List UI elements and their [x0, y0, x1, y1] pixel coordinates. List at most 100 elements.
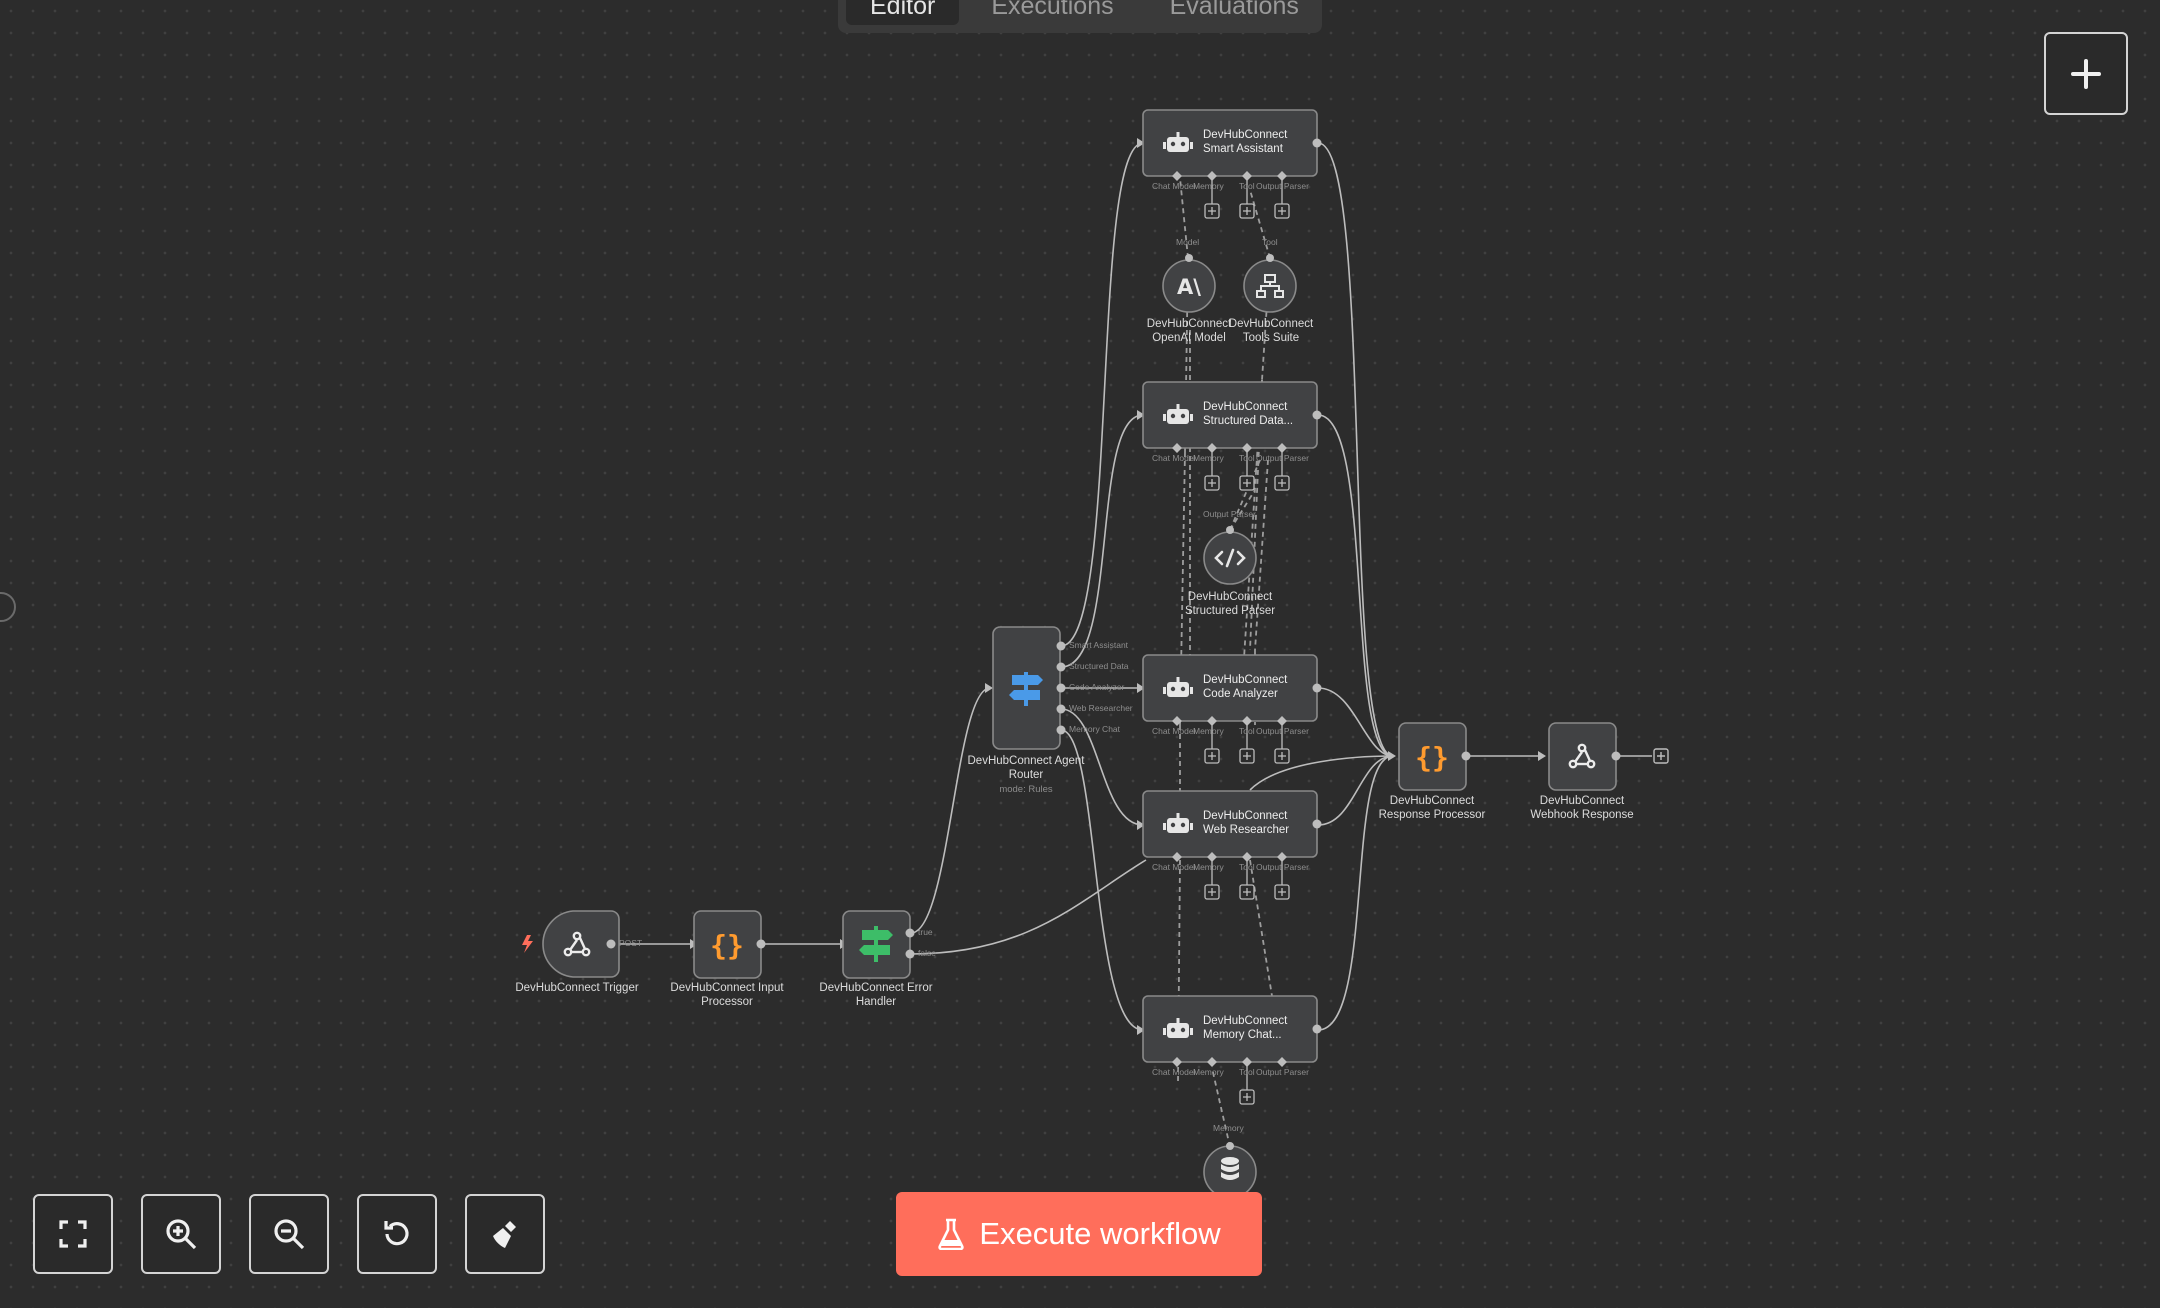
- edge-error-false-web: [910, 859, 1147, 955]
- zoom-out-button[interactable]: [249, 1194, 329, 1274]
- webhook-icon: [563, 931, 591, 957]
- agent-port-label-model: Chat Model: [1152, 862, 1196, 872]
- agent-structured-data-node[interactable]: [1142, 381, 1322, 491]
- openai-model-node[interactable]: A\: [1162, 254, 1216, 313]
- webhook-response-node[interactable]: [1548, 722, 1621, 791]
- router-output-code: Code Analyzer: [1069, 682, 1125, 692]
- agent-port-label-parser: Output Parser: [1256, 1067, 1309, 1077]
- input-processor-node[interactable]: {}: [693, 910, 766, 979]
- agent-port-label-tool: Tool: [1239, 726, 1255, 736]
- edge-router-memory: [1060, 729, 1144, 1031]
- execute-workflow-button[interactable]: Execute workflow: [896, 1192, 1262, 1276]
- trigger-label: DevHubConnect Trigger: [515, 982, 639, 994]
- zoom-out-icon: [274, 1219, 305, 1250]
- agent-port-label-model: Chat Model: [1152, 1067, 1196, 1077]
- edge-error-true-router: [910, 687, 991, 934]
- parser-port-label: Output Parser: [1203, 509, 1256, 519]
- edge-structured-response: [1317, 414, 1394, 757]
- trigger-output-label: POST: [619, 938, 643, 948]
- robot-icon: [1163, 677, 1193, 697]
- edge-router-web: [1060, 708, 1144, 826]
- agent-memory-chat-node[interactable]: [1142, 995, 1322, 1105]
- agent-port-label-tool: Tool: [1239, 453, 1255, 463]
- agent-port-label-parser: Output Parser: [1256, 726, 1309, 736]
- agent-smart-assistant-node[interactable]: [1142, 109, 1322, 219]
- plus-icon: [2071, 58, 2101, 89]
- router-output-smart: Smart Assistant: [1069, 640, 1129, 650]
- agent-port-label-model: Chat Model: [1152, 726, 1196, 736]
- tidy-up-button[interactable]: [465, 1194, 545, 1274]
- code-braces-icon: {}: [1415, 741, 1449, 774]
- view-tabs: Editor Executions Evaluations: [838, 0, 1322, 33]
- memory-node[interactable]: [1203, 1142, 1257, 1199]
- agent-port-label-memory: Memory: [1193, 181, 1224, 191]
- webhook-icon: [1568, 743, 1596, 769]
- agent-port-label-parser: Output Parser: [1256, 862, 1309, 872]
- execute-workflow-label: Execute workflow: [979, 1216, 1221, 1251]
- agent-port-label-model: Chat Model: [1152, 181, 1196, 191]
- agent-router-node[interactable]: [992, 626, 1066, 750]
- tab-editor[interactable]: Editor: [846, 0, 960, 25]
- router-output-web: Web Researcher: [1069, 703, 1133, 713]
- tab-executions[interactable]: Executions: [991, 0, 1114, 20]
- router-output-structured: Structured Data: [1069, 661, 1129, 671]
- edge-web-response: [1317, 755, 1394, 826]
- reset-zoom-button[interactable]: [357, 1194, 437, 1274]
- flask-icon: [938, 1218, 965, 1250]
- model-port-label: Model: [1176, 237, 1200, 247]
- response-processor-node[interactable]: {}: [1398, 722, 1471, 791]
- robot-icon: [1163, 1018, 1193, 1038]
- edge-router-structured: [1060, 414, 1144, 668]
- tool-port-label: Tool: [1262, 237, 1278, 247]
- tools-suite-node[interactable]: [1243, 254, 1297, 313]
- error-false-label: false: [918, 948, 936, 958]
- agent-port-label-tool: Tool: [1239, 1067, 1255, 1077]
- agent-port-label-tool: Tool: [1239, 862, 1255, 872]
- agent-port-label-memory: Memory: [1193, 726, 1224, 736]
- robot-icon: [1163, 813, 1193, 833]
- agent-web-researcher-node[interactable]: [1142, 790, 1322, 900]
- agent-port-label-parser: Output Parser: [1256, 453, 1309, 463]
- add-next-node-button[interactable]: [1653, 748, 1669, 764]
- structured-parser-node[interactable]: [1203, 526, 1257, 585]
- memory-port-label: Memory: [1213, 1123, 1244, 1133]
- robot-icon: [1163, 132, 1193, 152]
- agent-port-label-model: Chat Model: [1152, 453, 1196, 463]
- tidy-up-icon: [493, 1221, 516, 1248]
- agent-code-analyzer-node[interactable]: [1142, 654, 1322, 764]
- add-node-button[interactable]: [2044, 32, 2128, 115]
- agent-port-label-parser: Output Parser: [1256, 181, 1309, 191]
- edge-router-smart: [1060, 142, 1144, 647]
- error-handler-node[interactable]: [842, 910, 915, 979]
- router-icon: [1009, 672, 1043, 706]
- if-signpost-icon: [859, 926, 893, 962]
- zoom-in-button[interactable]: [141, 1194, 221, 1274]
- database-icon: [1221, 1157, 1239, 1180]
- trigger-node[interactable]: [522, 910, 620, 978]
- edge-code-loop: [1249, 755, 1394, 791]
- tab-evaluations[interactable]: Evaluations: [1169, 0, 1299, 20]
- agent-port-label-tool: Tool: [1239, 181, 1255, 191]
- router-output-memory: Memory Chat: [1069, 724, 1121, 734]
- router-mode-label: mode: Rules: [999, 784, 1053, 795]
- fit-view-button[interactable]: [33, 1194, 113, 1274]
- edge-memory-response: [1317, 755, 1394, 1031]
- agent-port-label-memory: Memory: [1193, 1067, 1224, 1077]
- code-braces-icon: {}: [710, 929, 744, 962]
- bolt-icon: [522, 935, 533, 953]
- zoom-in-icon: [166, 1219, 197, 1250]
- robot-icon: [1163, 404, 1193, 424]
